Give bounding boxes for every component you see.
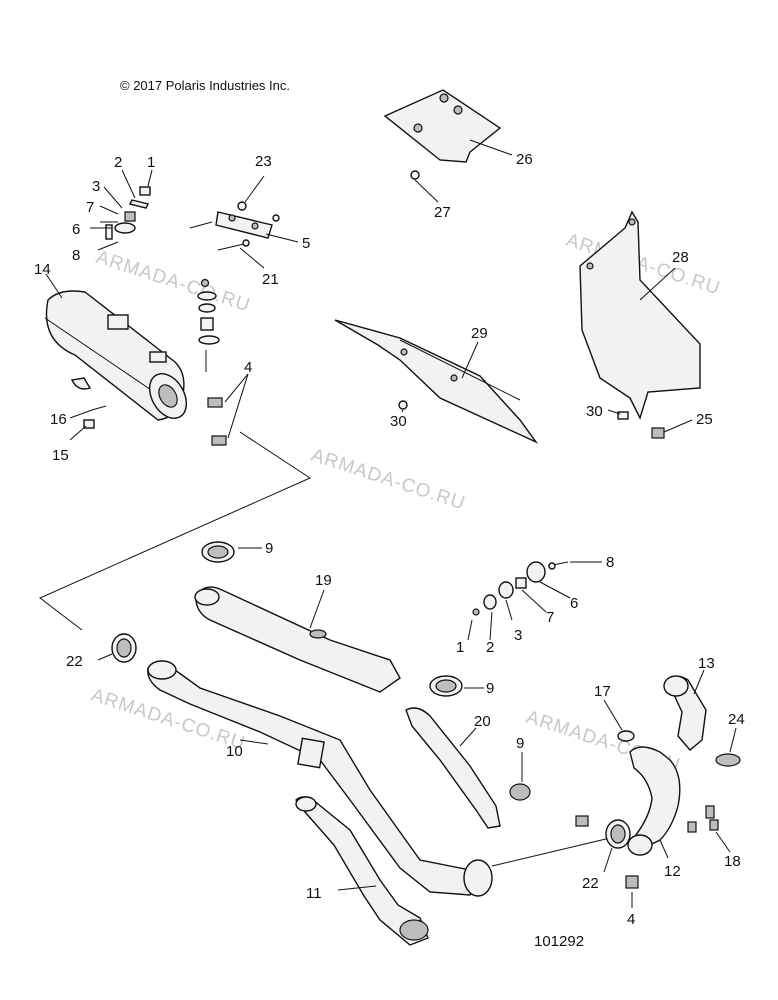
callout-label: 2	[114, 154, 122, 171]
heat-shield-29	[334, 319, 539, 444]
callout-label: 16	[50, 411, 67, 428]
callout-label: 6	[570, 595, 578, 612]
callout-label: 17	[594, 683, 611, 700]
gasket-22-b	[605, 819, 631, 849]
pipe-11	[295, 796, 429, 946]
gasket-22-a	[111, 633, 137, 663]
heat-shield-28	[579, 210, 701, 420]
callout-label: 12	[664, 863, 681, 880]
hardware-stack-right	[472, 561, 569, 616]
callout-label: 18	[724, 853, 741, 870]
callout-label: 5	[302, 235, 310, 252]
callout-label: 22	[582, 875, 599, 892]
callout-label: 9	[486, 680, 494, 697]
callout-label: 28	[672, 249, 689, 266]
callout-label: 20	[474, 713, 491, 730]
callout-label: 30	[390, 413, 407, 430]
copyright-text: © 2017 Polaris Industries Inc.	[120, 78, 290, 93]
screw-27	[410, 170, 420, 180]
grommet-stack	[197, 278, 220, 372]
spring-4-bottom	[575, 815, 639, 889]
bolt-21	[217, 239, 250, 251]
heat-shield-20	[405, 707, 501, 829]
callout-label: 6	[72, 221, 80, 238]
callout-label: 26	[516, 151, 533, 168]
pipe-19	[194, 586, 401, 693]
callout-label: 13	[698, 655, 715, 672]
hardware-stack-top	[97, 186, 151, 251]
callout-label: 3	[92, 178, 100, 195]
callout-label: 11	[306, 885, 322, 902]
diagram-number: 101292	[534, 933, 584, 950]
callout-label: 27	[434, 204, 451, 221]
elbow-12	[627, 746, 681, 856]
callout-label: 9	[265, 540, 273, 557]
callout-label: 23	[255, 153, 272, 170]
muffler-14	[44, 290, 188, 421]
flange-13	[663, 675, 707, 751]
callout-label: 21	[262, 271, 279, 288]
callout-label: 8	[606, 554, 614, 571]
heat-shield-26	[383, 89, 502, 163]
callout-label: 7	[546, 609, 554, 626]
screw-30-a	[398, 400, 408, 410]
head-pipe-10	[147, 660, 493, 897]
callout-label: 19	[315, 572, 332, 589]
clip-25	[651, 427, 665, 439]
cap-24	[715, 753, 741, 767]
callout-label: 25	[696, 411, 713, 428]
clip-16	[91, 405, 107, 411]
callout-label: 22	[66, 653, 83, 670]
callout-label: 2	[486, 639, 494, 656]
callout-label: 9	[516, 735, 524, 752]
screw-15	[83, 419, 95, 429]
bracket-5	[189, 201, 280, 239]
callout-label: 1	[147, 154, 155, 171]
screw-30-b	[617, 411, 629, 420]
studs-18	[687, 805, 719, 833]
clamp-9-a	[201, 541, 235, 563]
gasket-17	[617, 730, 635, 742]
callout-label: 30	[586, 403, 603, 420]
callout-label: 14	[34, 261, 51, 278]
callout-label: 10	[226, 743, 243, 760]
callout-label: 4	[244, 359, 252, 376]
callout-label: 3	[514, 627, 522, 644]
clamp-9-c	[509, 783, 531, 801]
watermark: ARMADA-CO.RU	[88, 685, 247, 755]
callout-label: 24	[728, 711, 745, 728]
spring-4-top	[207, 397, 227, 446]
callout-label: 1	[456, 639, 464, 656]
watermark: ARMADA-CO.RU	[308, 445, 467, 515]
callout-label: 15	[52, 447, 69, 464]
watermark: ARMADA-CO.RU	[93, 247, 252, 317]
callout-label: 4	[627, 911, 635, 928]
clamp-9-b	[429, 675, 463, 697]
callout-label: 29	[471, 325, 488, 342]
callout-label: 7	[86, 199, 94, 216]
callout-label: 8	[72, 247, 80, 264]
